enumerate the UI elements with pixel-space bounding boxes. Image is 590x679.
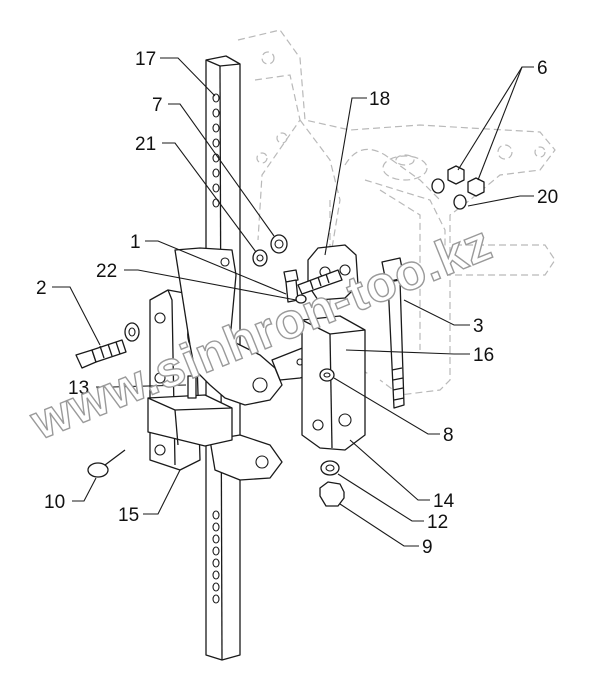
part-7-washer <box>270 234 288 254</box>
callout-9: 9 <box>422 537 433 558</box>
bar-hole <box>212 582 220 592</box>
bar-hole <box>212 570 220 580</box>
part-14-clevis <box>301 315 366 451</box>
swing-arm <box>174 247 283 481</box>
part-9-nut <box>319 481 345 507</box>
bar-hole <box>212 510 220 520</box>
bar-hole <box>212 594 220 604</box>
bar-hole <box>212 183 220 193</box>
part-3-long-bolt <box>381 257 405 409</box>
part-8-washer <box>319 368 335 382</box>
callout-10: 10 <box>44 492 65 513</box>
callout-8: 8 <box>443 425 454 446</box>
part-6-nuts <box>447 165 485 197</box>
part-18-bracket <box>297 244 359 301</box>
callout-1: 1 <box>130 232 141 253</box>
bar-hole <box>212 534 220 544</box>
bar-hole <box>212 522 220 532</box>
leader-lines <box>52 57 534 547</box>
bar-holes-lower <box>212 510 220 604</box>
part-21-washer <box>252 249 268 267</box>
callout-14: 14 <box>433 491 455 512</box>
callout-7: 7 <box>152 95 163 116</box>
callout-13: 13 <box>68 378 89 399</box>
callout-17: 17 <box>135 49 156 70</box>
callout-6: 6 <box>537 58 548 79</box>
part-13-block <box>147 375 233 447</box>
callout-18: 18 <box>369 89 390 110</box>
bar-hole <box>212 546 220 556</box>
bar-hole <box>212 123 220 133</box>
callout-15: 15 <box>118 505 139 526</box>
bar-hole <box>212 558 220 568</box>
part-12-washer <box>320 460 340 476</box>
part-2-bolt <box>75 322 140 369</box>
callout-16: 16 <box>473 345 494 366</box>
callout-12: 12 <box>427 512 448 533</box>
part-10-lynch-pin <box>87 449 126 478</box>
callout-3: 3 <box>473 316 484 337</box>
callout-2: 2 <box>36 278 47 299</box>
bar-hole <box>212 108 220 118</box>
callout-21: 21 <box>135 134 156 155</box>
callout-22: 22 <box>96 261 117 282</box>
callout-20: 20 <box>537 187 558 208</box>
part-22-washer <box>295 294 307 304</box>
callout-labels: 17 7 21 1 22 2 13 10 15 18 6 20 3 16 8 1… <box>36 49 558 558</box>
bar-hole <box>212 138 220 148</box>
bar-hole <box>212 168 220 178</box>
part-20-washers <box>431 178 467 210</box>
